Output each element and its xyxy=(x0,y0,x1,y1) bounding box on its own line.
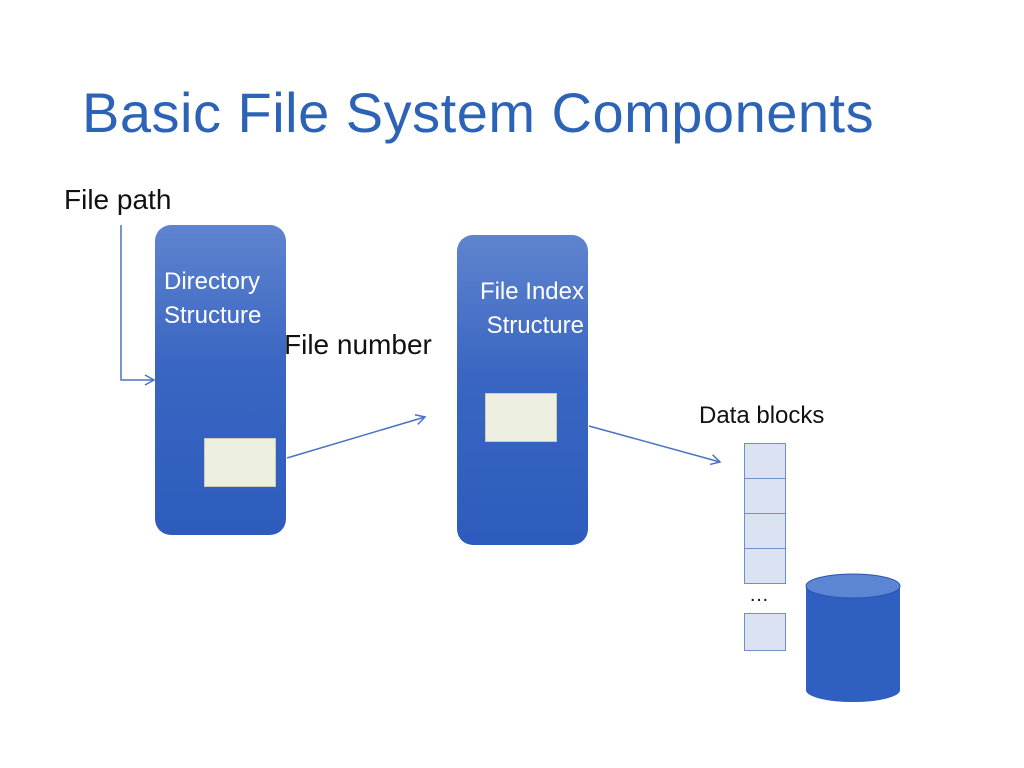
directory-entry-box xyxy=(204,438,276,487)
file-number-label: File number xyxy=(284,329,432,360)
file-index-structure-label-line2: Structure xyxy=(486,312,584,339)
data-block-stack xyxy=(744,443,786,584)
data-blocks-label: Data blocks xyxy=(699,402,825,429)
slide-title: Basic File System Components xyxy=(82,81,875,144)
data-block xyxy=(744,548,786,584)
file-index-structure-label-line1: File Index xyxy=(479,278,584,305)
file-number-arrow xyxy=(286,414,427,459)
file-index-structure: File Index Structure xyxy=(457,235,588,545)
directory-structure-label: Directory Structure xyxy=(164,265,261,333)
data-blocks-ellipsis: … xyxy=(749,584,769,606)
file-path-label: File path xyxy=(64,184,172,215)
file-index-structure-label: File Index Structure xyxy=(480,275,584,343)
cylinder-disk-icon xyxy=(805,573,901,702)
data-block xyxy=(744,443,786,479)
data-block xyxy=(744,513,786,549)
directory-structure-label-line2: Structure xyxy=(164,302,262,329)
data-block-last xyxy=(744,613,786,651)
data-blocks-arrow xyxy=(588,425,722,466)
directory-structure-label-line1: Directory xyxy=(164,268,261,295)
file-path-arrow xyxy=(120,225,156,386)
file-index-entry-box xyxy=(485,393,557,442)
